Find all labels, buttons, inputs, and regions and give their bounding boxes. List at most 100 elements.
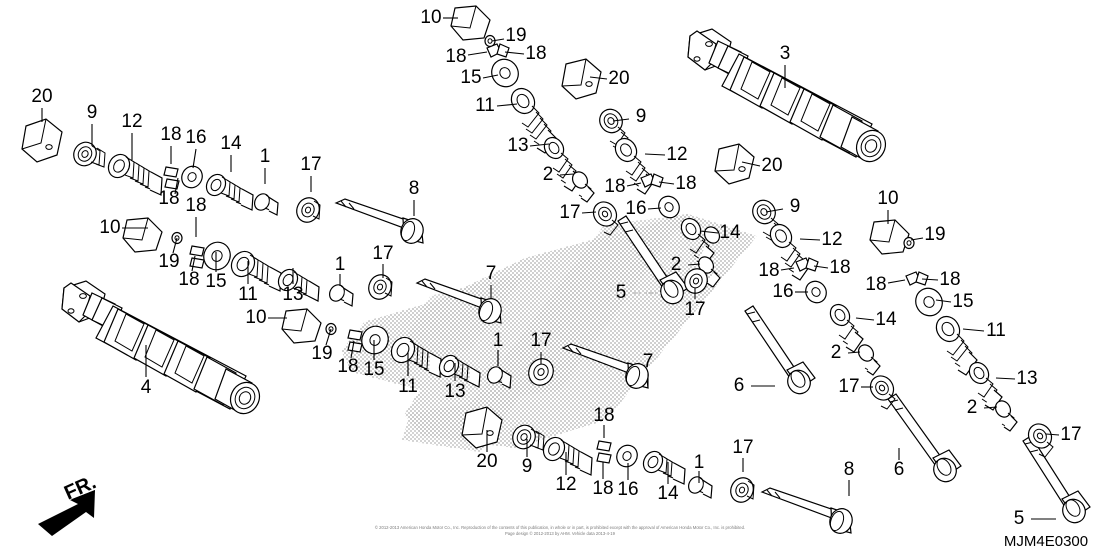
part-18-cotter-c	[347, 329, 363, 353]
callout-number: 19	[505, 25, 526, 46]
callout-17: 17	[1045, 424, 1082, 445]
callout-number: 16	[625, 198, 646, 219]
part-10-plug-d	[450, 5, 491, 41]
part-14-spring-a	[205, 173, 254, 211]
part-18-cotter-h	[596, 440, 612, 464]
callout-2: 2	[671, 254, 701, 275]
callout-10: 10	[877, 188, 899, 224]
callout-leader-line	[741, 161, 761, 167]
callout-8: 8	[409, 178, 419, 216]
callout-number: 10	[420, 7, 441, 28]
callout-number: 1	[493, 330, 504, 351]
callout-11: 11	[398, 352, 418, 397]
callout-9: 9	[522, 439, 533, 477]
callout-number: 18	[445, 46, 466, 67]
callout-number: 16	[185, 127, 206, 148]
copyright-line-2: Page design © 2012-2013 by AHM. Vehicle …	[505, 531, 616, 536]
callout-number: 18	[675, 173, 696, 194]
front-direction-arrow	[38, 490, 95, 536]
callout-number: 1	[335, 254, 346, 275]
callout-13: 13	[282, 268, 304, 305]
part-16-seat-f	[805, 280, 827, 304]
part-9-retainer-h	[512, 424, 545, 451]
callout-number: 20	[608, 68, 629, 89]
callout-number: 13	[282, 284, 303, 305]
callout-number: 1	[694, 452, 705, 473]
callout-leader-line	[496, 103, 518, 107]
callout-9: 9	[612, 106, 646, 127]
callout-leader-line	[626, 182, 642, 187]
valve-part-8-bottom	[760, 487, 853, 534]
callout-leader-line	[644, 153, 666, 156]
callout-number: 13	[507, 135, 528, 156]
part-12-spring-h	[542, 436, 593, 476]
callout-leader-line	[699, 230, 719, 234]
callout-20: 20	[741, 155, 783, 176]
part-18-cotter-a1	[163, 166, 180, 190]
part-1-spring-a	[253, 193, 279, 216]
part-20-cap-h	[461, 406, 503, 449]
callout-number: 15	[363, 359, 384, 380]
callout-number: 19	[158, 251, 179, 272]
part-18-cotter-g	[905, 271, 929, 286]
callout-number: 18	[592, 478, 613, 499]
callout-7: 7	[486, 263, 496, 299]
callout-15: 15	[460, 67, 499, 88]
callout-leader-line	[765, 208, 784, 213]
callout-19: 19	[311, 328, 333, 364]
callout-9: 9	[87, 102, 97, 146]
callout-5: 5	[616, 282, 662, 303]
callout-leader-line	[581, 211, 597, 214]
callout-18: 18	[758, 260, 795, 281]
callout-12: 12	[644, 144, 688, 165]
part-9-retainer-f	[752, 199, 782, 242]
callout-leader-line	[174, 177, 179, 195]
callout-number: 9	[522, 456, 533, 477]
callout-number: 17	[684, 299, 705, 320]
callout-20: 20	[589, 68, 630, 89]
callout-20: 20	[31, 86, 53, 122]
callout-leader-line	[983, 406, 998, 409]
callout-18: 18	[865, 274, 906, 295]
callout-leader-line	[780, 267, 795, 271]
callout-number: 6	[734, 375, 745, 396]
callout-13: 13	[444, 363, 466, 402]
callout-6: 6	[894, 448, 904, 480]
callout-number: 17	[372, 243, 393, 264]
callout-18: 18	[504, 43, 547, 64]
callout-17: 17	[838, 376, 873, 397]
part-11-spring-g	[935, 315, 978, 376]
callout-number: 4	[141, 377, 152, 398]
callout-20: 20	[476, 430, 498, 472]
part-17-seal-b	[368, 274, 393, 300]
part-2-washer-d	[571, 171, 595, 203]
callout-leader-line	[1045, 433, 1060, 436]
part-16-seat-e	[658, 195, 680, 219]
valve-part-5-bottomright	[1022, 435, 1091, 524]
callout-number: 17	[838, 376, 859, 397]
part-20-cap-e	[561, 58, 602, 100]
callout-number: 17	[530, 330, 551, 351]
part-17-seal-i	[684, 268, 708, 294]
part-20-cap-a	[21, 118, 63, 163]
part-9-retainer-a	[73, 141, 106, 168]
parts-group-second-left	[122, 217, 393, 307]
part-16-seat-h	[616, 444, 638, 468]
callout-7: 7	[643, 351, 653, 388]
part-10-plug-c	[281, 308, 322, 344]
part-15-seat-c	[361, 325, 389, 355]
part-9-retainer-e	[599, 108, 629, 151]
callout-18: 18	[185, 195, 207, 237]
callout-8: 8	[844, 459, 854, 496]
callout-number: 10	[99, 217, 120, 238]
callout-11: 11	[238, 261, 258, 305]
callout-number: 2	[831, 342, 842, 363]
callout-leader-line	[647, 207, 662, 210]
callout-leader-line	[855, 317, 875, 321]
valve-part-5-center	[617, 215, 689, 305]
callout-leader-line	[813, 265, 829, 269]
camshaft-part-3	[687, 28, 887, 163]
callout-number: 12	[821, 229, 842, 250]
callout-number: 18	[758, 260, 779, 281]
